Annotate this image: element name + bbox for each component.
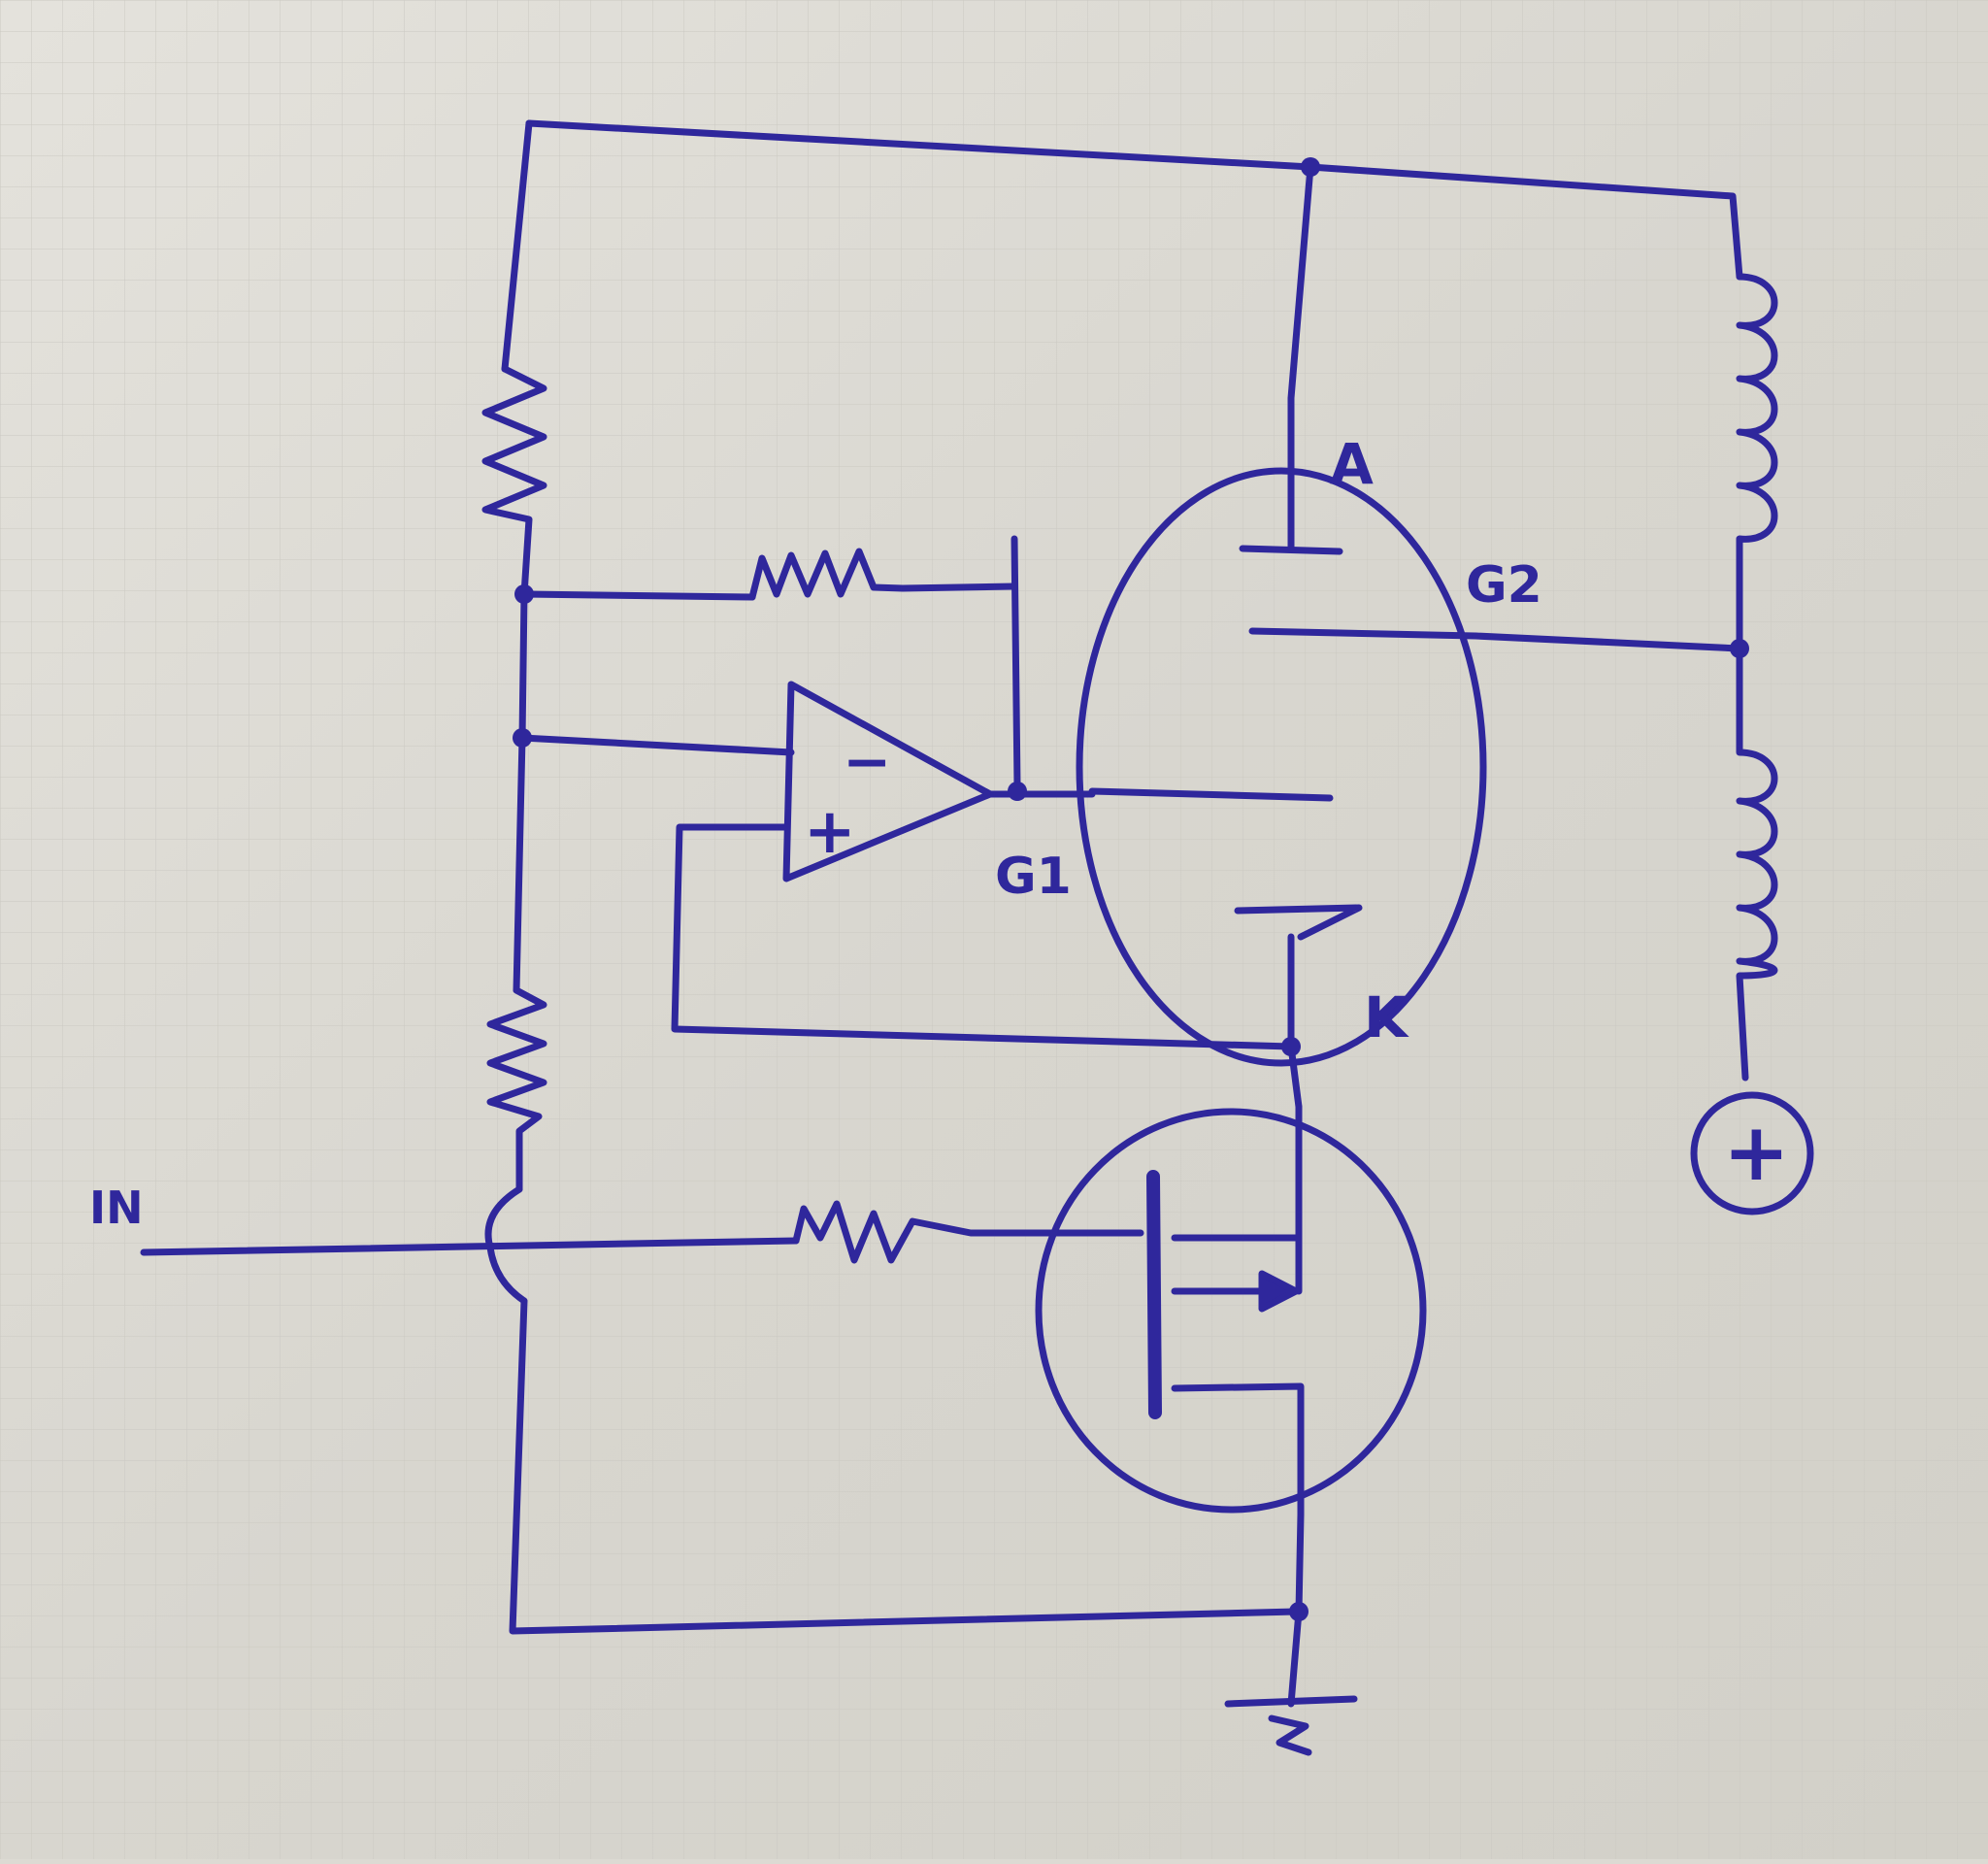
- supply-plus-sign: +: [1723, 1107, 1790, 1199]
- inductor-upper: [1736, 273, 1778, 652]
- junction-left-lower: [513, 728, 532, 748]
- pentode-cathode: [1234, 904, 1363, 941]
- wire-feedback-right: [1011, 535, 1021, 790]
- inductor-lower: [1736, 645, 1778, 1082]
- wire-top-rail: [525, 119, 1743, 281]
- mosfet-source: [1171, 1382, 1305, 1615]
- label-control-grid: G1: [995, 848, 1072, 906]
- label-input: IN: [89, 1182, 144, 1234]
- wire-left-bottom: [509, 1297, 1300, 1635]
- supply-source-circle: [1690, 1091, 1814, 1215]
- wire-input: [140, 1237, 800, 1256]
- junction-cathode: [1281, 1037, 1301, 1056]
- wire-opamp-inverting: [518, 734, 795, 756]
- resistor-bottom-left: [486, 986, 547, 1193]
- mosfet-envelope: [1035, 1108, 1427, 1514]
- pentode-screen-grid: [1248, 627, 1479, 640]
- resistor-top-left: [481, 365, 547, 598]
- junction-left-upper: [514, 584, 534, 604]
- junction-screen-grid: [1730, 639, 1749, 658]
- wire-left-top: [501, 119, 533, 373]
- ground-symbol: [1224, 1695, 1358, 1756]
- opamp-inverting-sign: −: [843, 728, 891, 796]
- opamp-triangle: [782, 681, 994, 882]
- wire-feedback-left: [520, 590, 756, 601]
- junction-opamp-output: [1008, 782, 1027, 801]
- resistor-feedback: [748, 548, 1018, 601]
- opamp-noninverting-sign: +: [804, 796, 856, 868]
- label-screen-grid: G2: [1466, 556, 1542, 615]
- label-cathode: K: [1364, 984, 1409, 1050]
- junctions: [513, 157, 1749, 1621]
- wire-anode: [1287, 163, 1314, 552]
- wire-noninverting-loop: [671, 823, 1295, 1050]
- mosfet-body-arrow: [1258, 1270, 1300, 1313]
- resistor-input: [792, 1200, 1144, 1264]
- pentode-envelope: [1076, 467, 1487, 1067]
- mosfet-gate: [1146, 1170, 1162, 1419]
- label-anode: A: [1330, 431, 1374, 497]
- wire-g1-grid: [1088, 787, 1334, 802]
- wire-screen-grid: [1472, 632, 1743, 652]
- junction-ground: [1289, 1602, 1309, 1621]
- wire-ground: [1287, 1608, 1303, 1708]
- junction-top-anode: [1301, 157, 1320, 177]
